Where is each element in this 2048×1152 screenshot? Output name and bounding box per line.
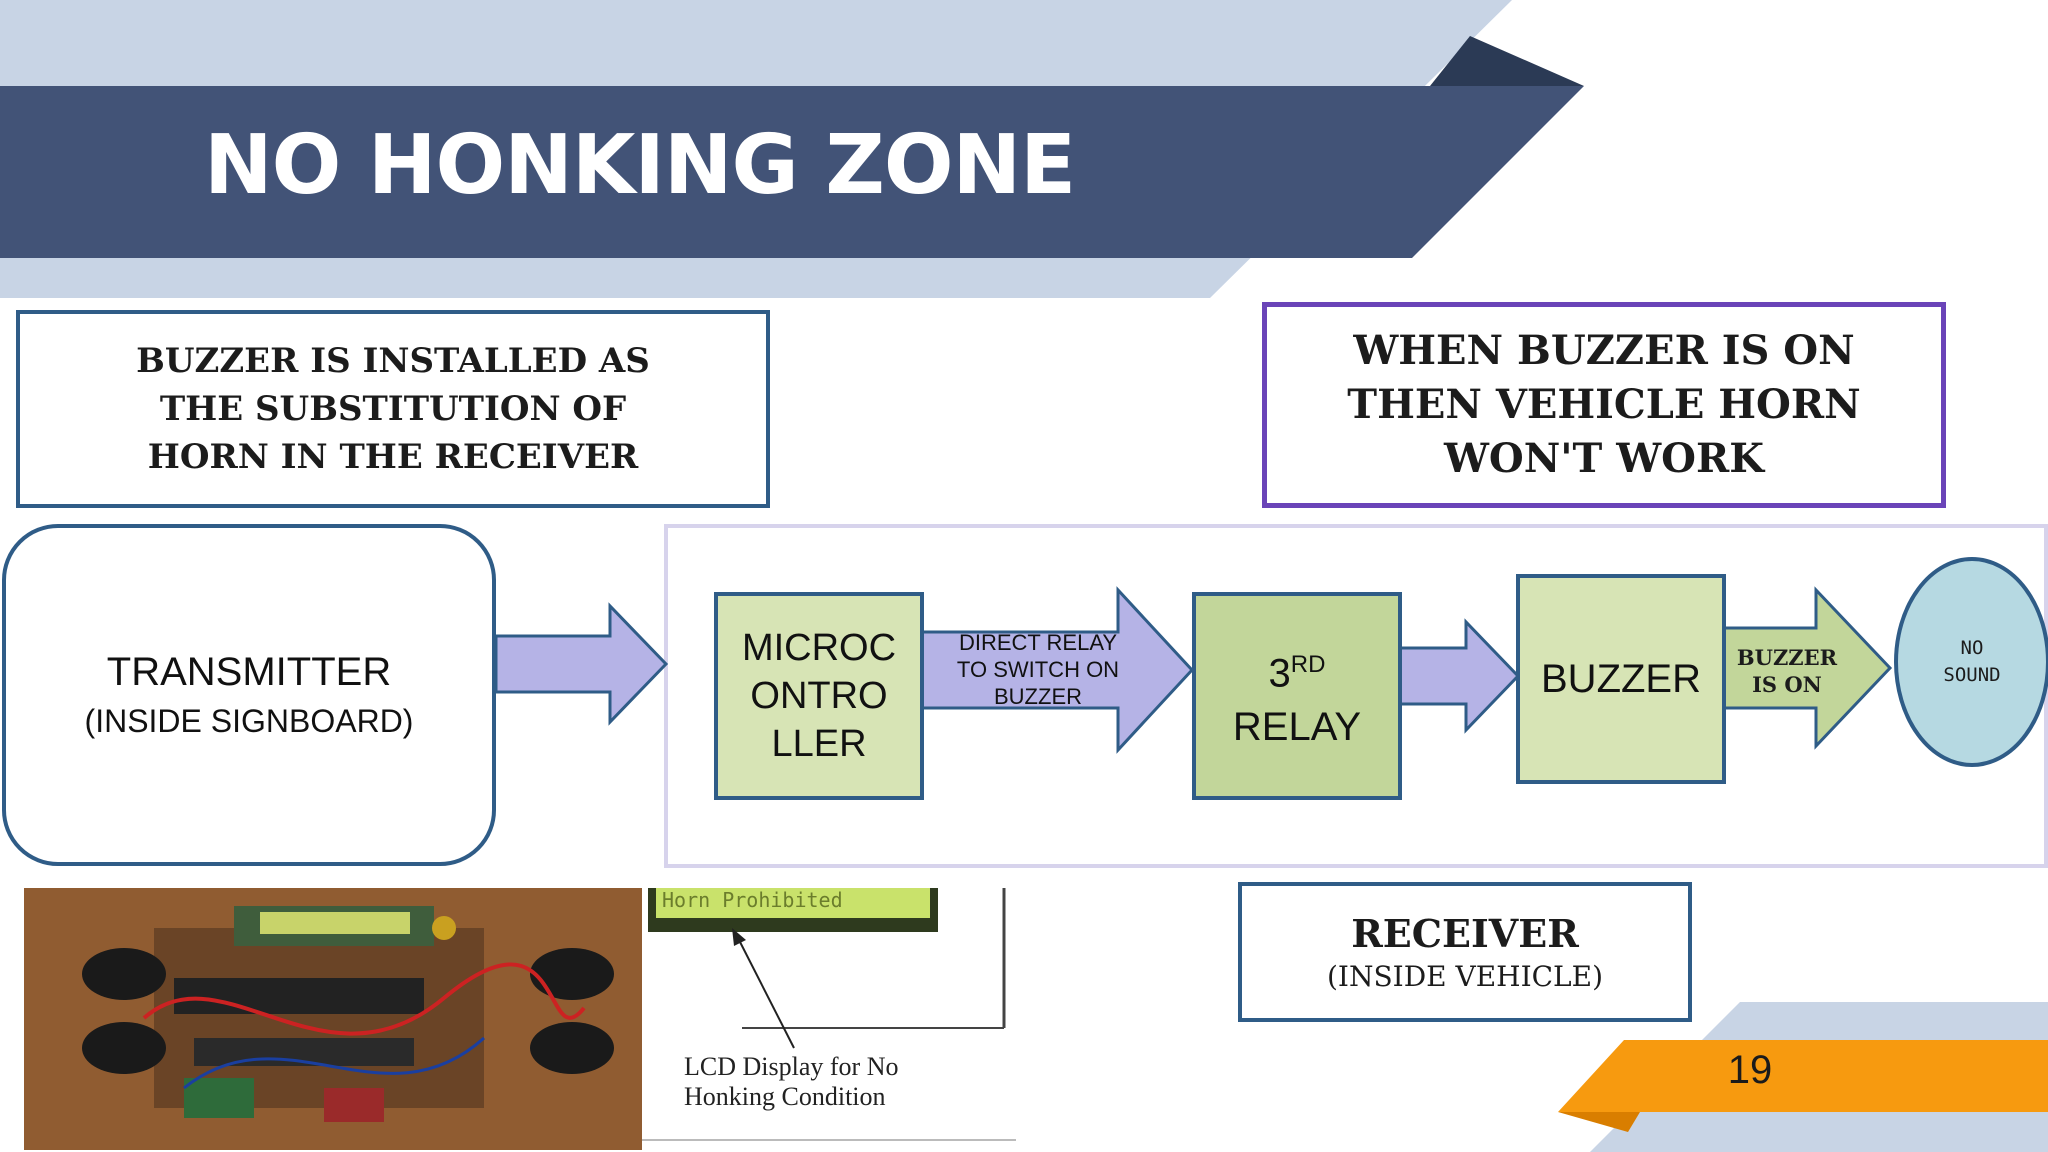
no-sound-line-1: NO <box>1960 637 1984 659</box>
callout-horn-wont-work-text: WHEN BUZZER IS ON THEN VEHICLE HORN WON'… <box>1347 327 1861 482</box>
page-number: 19 <box>1727 1048 1773 1092</box>
arrow-direct-relay-label: DIRECT RELAY TO SWITCH ON BUZZER <box>932 628 1144 710</box>
header-dark-corner <box>1430 36 1584 86</box>
no-sound-ellipse <box>1894 557 2048 767</box>
arrow-buzzer-on-line-1: BUZZER <box>1736 645 1838 670</box>
slide-title: NO HONKING ZONE <box>204 118 1076 213</box>
transmitter-block: TRANSMITTER (INSIDE SIGNBOARD) <box>2 524 496 866</box>
arrow-transmitter-to-receiver <box>494 602 669 726</box>
lcd-caption: LCD Display for No Honking Condition <box>684 1052 898 1112</box>
transmitter-label: TRANSMITTER <box>106 650 392 694</box>
no-sound-line-2: SOUND <box>1943 664 2001 686</box>
microcontroller-line-3: LLER <box>771 723 867 765</box>
buzzer-label: BUZZER <box>1541 656 1701 701</box>
receiver-sublabel: (INSIDE VEHICLE) <box>1326 960 1604 993</box>
arrow-direct-relay-line-3: BUZZER <box>994 683 1082 709</box>
relay-label: RELAY <box>1232 705 1362 750</box>
footer-orange-band <box>1558 1040 2048 1112</box>
callout-horn-wont-work: WHEN BUZZER IS ON THEN VEHICLE HORN WON'… <box>1262 302 1946 508</box>
microcontroller-line-1: MICROC <box>741 627 897 669</box>
arrow-relay-to-buzzer <box>1398 618 1521 734</box>
relay-ordinal: 3RD <box>1269 638 1326 700</box>
receiver-label-box: RECEIVER (INSIDE VEHICLE) <box>1238 882 1692 1022</box>
header-dark-band <box>0 86 1584 258</box>
arrow-direct-relay-line-2: TO SWITCH ON <box>956 656 1120 682</box>
buzzer-block: BUZZER <box>1516 574 1726 784</box>
lcd-caption-line-2: Honking Condition <box>684 1082 886 1111</box>
receiver-label: RECEIVER <box>1351 911 1579 956</box>
arrow-buzzer-to-no-sound <box>1722 586 1893 750</box>
lcd-screen-text: Horn Prohibited <box>662 888 843 912</box>
relay-block: 3RD RELAY <box>1192 592 1402 800</box>
arrow-buzzer-on-label: BUZZER IS ON <box>1728 640 1846 702</box>
relay-ordinal-suffix: RD <box>1290 650 1326 678</box>
lcd-figure: Horn Prohibited LCD Display for No Honki… <box>642 888 1016 1150</box>
lcd-figure-lines <box>642 888 1016 1141</box>
no-sound-label: NO SOUND <box>1900 630 2044 694</box>
lcd-caption-line-1: LCD Display for No <box>684 1052 899 1081</box>
microcontroller-block: MICROC ONTRO LLER <box>714 592 924 800</box>
arrow-buzzer-on-line-2: IS ON <box>1752 672 1822 697</box>
arrow-microcontroller-to-relay <box>920 586 1195 754</box>
footer-orange-shadow <box>1558 1112 1640 1132</box>
relay-ordinal-number: 3 <box>1268 651 1291 696</box>
prototype-photo-illustration <box>24 888 642 1150</box>
transmitter-sublabel: (INSIDE SIGNBOARD) <box>84 703 414 739</box>
prototype-photo <box>24 888 642 1150</box>
microcontroller-line-2: ONTRO <box>750 675 888 717</box>
callout-buzzer-installed: BUZZER IS INSTALLED AS THE SUBSTITUTION … <box>16 310 770 508</box>
arrow-direct-relay-line-1: DIRECT RELAY <box>958 629 1118 655</box>
callout-buzzer-installed-text: BUZZER IS INSTALLED AS THE SUBSTITUTION … <box>136 341 650 477</box>
